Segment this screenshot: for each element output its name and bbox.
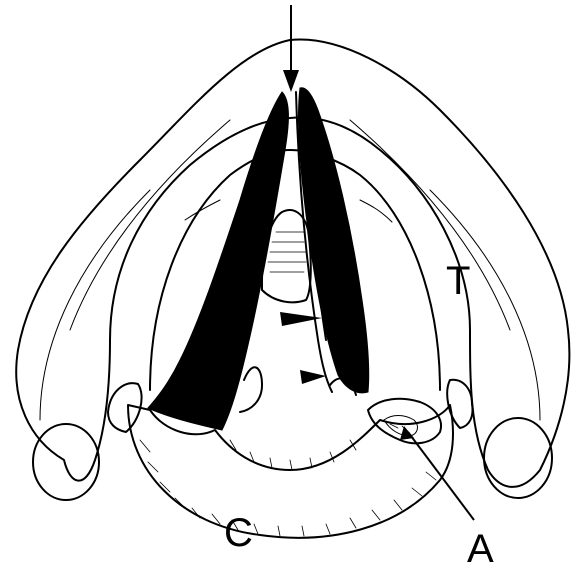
label-T: T xyxy=(446,259,470,303)
label-A: A xyxy=(467,527,494,571)
glottis-left xyxy=(148,92,288,430)
outer-fold xyxy=(16,40,569,487)
cricoid-cartilage xyxy=(128,405,453,538)
cuneiform-bulbs xyxy=(33,380,552,500)
label-C: C xyxy=(224,511,253,555)
top-arrow xyxy=(283,5,299,92)
arrowhead-small xyxy=(300,370,326,384)
